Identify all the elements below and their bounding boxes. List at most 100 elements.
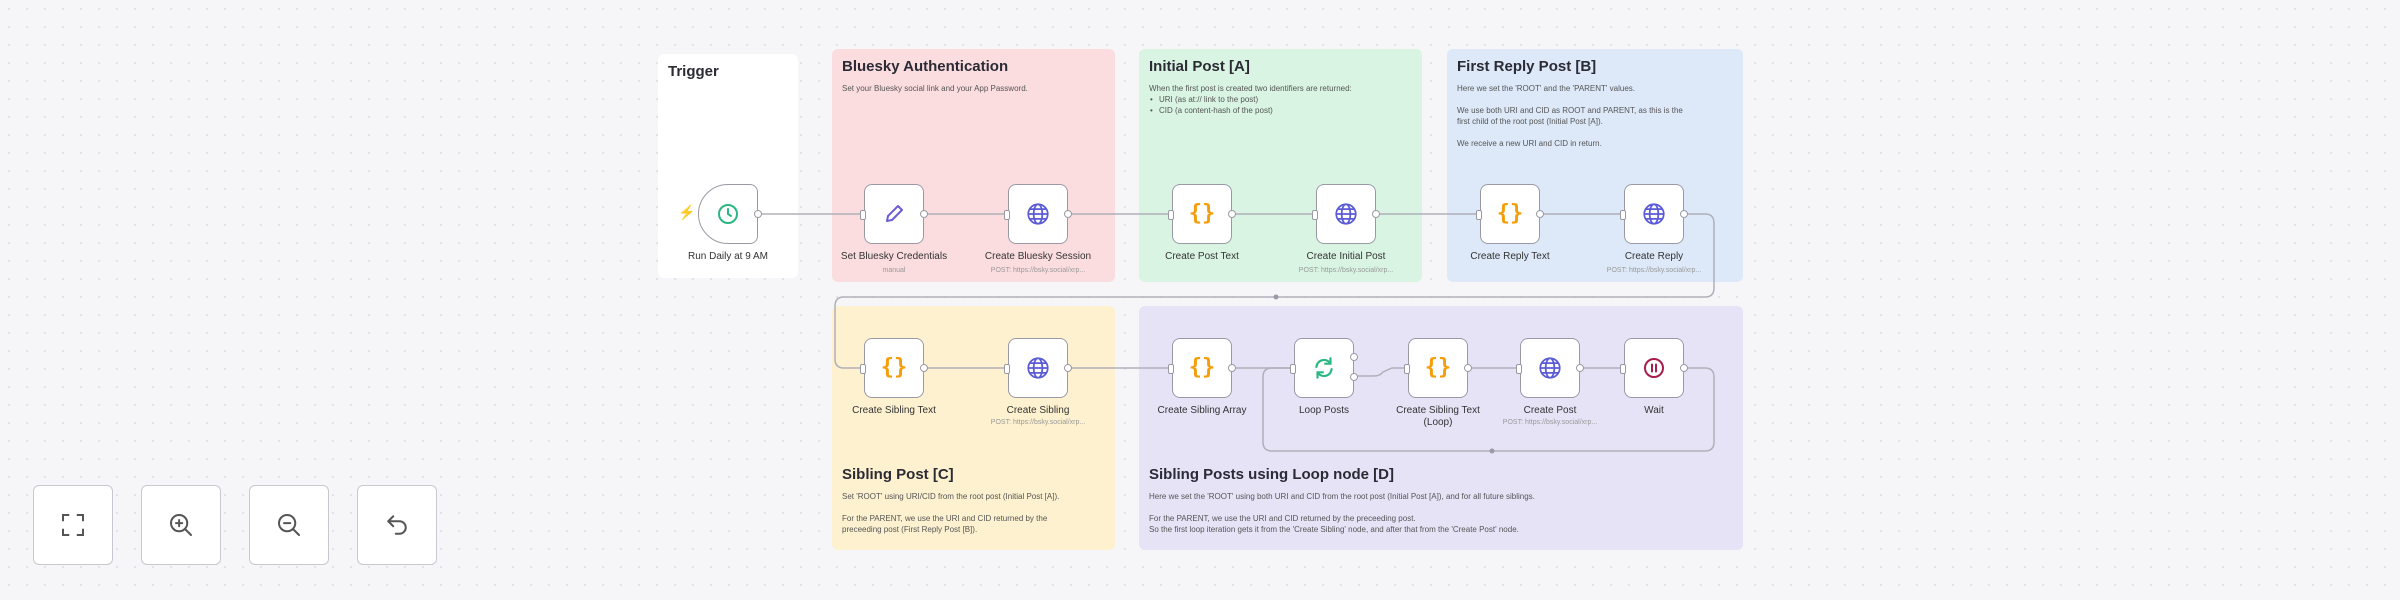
wire-wait-back-to-loop-posts bbox=[1262, 367, 1715, 452]
output-handle-done[interactable] bbox=[1350, 353, 1358, 361]
fullscreen-icon bbox=[62, 514, 84, 536]
node-label: Create Initial Post bbox=[1306, 251, 1386, 262]
node-label: Create Bluesky Session bbox=[984, 251, 1092, 262]
node-create-post[interactable] bbox=[1516, 338, 1584, 398]
output-handle[interactable] bbox=[1576, 364, 1584, 372]
undo-icon bbox=[387, 515, 407, 535]
sticky-note-initial-post[interactable]: Initial Post [A] When the first post is … bbox=[1139, 49, 1422, 282]
input-handle[interactable] bbox=[860, 364, 866, 374]
clock-icon bbox=[718, 204, 738, 224]
node-label: Wait bbox=[1644, 405, 1664, 416]
output-handle[interactable] bbox=[1464, 364, 1472, 372]
sticky-note-line: When the first post is created two ident… bbox=[1149, 84, 1352, 93]
code-braces-icon: {} bbox=[1188, 201, 1216, 226]
sticky-note-line: For the PARENT, we use the URI and CID r… bbox=[842, 514, 1048, 523]
code-braces-icon: {} bbox=[1496, 201, 1524, 226]
input-handle[interactable] bbox=[1404, 364, 1410, 374]
output-handle[interactable] bbox=[1064, 364, 1072, 372]
node-subtitle: POST: https://bsky.social/xrp... bbox=[990, 267, 1086, 274]
sticky-note-title: Sibling Post [C] bbox=[842, 466, 954, 483]
sticky-note-title: Trigger bbox=[668, 63, 719, 80]
sticky-note-bullet: CID (a content-hash of the post) bbox=[1149, 105, 1412, 116]
input-handle[interactable] bbox=[1168, 364, 1174, 374]
sticky-note-body: When the first post is created two ident… bbox=[1149, 83, 1412, 116]
node-create-reply-text[interactable]: {} bbox=[1476, 184, 1544, 244]
node-label: Create Reply Text bbox=[1470, 251, 1550, 262]
node-create-sibling-text-loop[interactable]: {} bbox=[1404, 338, 1472, 398]
output-handle[interactable] bbox=[1680, 210, 1688, 218]
sticky-note-title: Initial Post [A] bbox=[1149, 58, 1250, 75]
output-handle[interactable] bbox=[754, 210, 762, 218]
reset-zoom-button[interactable] bbox=[357, 485, 437, 565]
wire-midpoint-dot bbox=[1489, 448, 1495, 454]
wire-create-reply-to-create-sibling-text bbox=[834, 213, 1715, 369]
sticky-note-body: Set your Bluesky social link and your Ap… bbox=[842, 83, 1105, 94]
sticky-note-line: first child of the root post (Initial Po… bbox=[1457, 117, 1603, 126]
node-label-line-2: (Loop) bbox=[1423, 417, 1453, 428]
output-handle[interactable] bbox=[920, 210, 928, 218]
sticky-note-body: Set 'ROOT' using URI/CID from the root p… bbox=[842, 491, 1105, 535]
node-create-sibling-text[interactable]: {} bbox=[860, 338, 928, 398]
sticky-note-body: Here we set the 'ROOT' using both URI an… bbox=[1149, 491, 1733, 535]
output-handle[interactable] bbox=[1064, 210, 1072, 218]
node-subtitle: POST: https://bsky.social/xrp... bbox=[990, 419, 1086, 426]
sticky-note-line: For the PARENT, we use the URI and CID r… bbox=[1149, 514, 1416, 523]
pause-icon bbox=[1644, 358, 1664, 378]
node-create-sibling-array[interactable]: {} bbox=[1168, 338, 1236, 398]
input-handle[interactable] bbox=[1004, 364, 1010, 374]
sticky-note-line: Set your Bluesky social link and your Ap… bbox=[842, 84, 1028, 93]
input-handle[interactable] bbox=[1290, 364, 1296, 374]
node-label: Create Reply bbox=[1624, 251, 1684, 262]
input-handle[interactable] bbox=[1516, 364, 1522, 374]
input-handle[interactable] bbox=[1620, 210, 1626, 220]
sticky-note-line: We receive a new URI and CID in return. bbox=[1457, 139, 1602, 148]
zoom-out-button[interactable] bbox=[249, 485, 329, 565]
node-label: Create Sibling Array bbox=[1157, 405, 1247, 416]
globe-icon bbox=[1643, 203, 1665, 225]
node-create-initial-post[interactable] bbox=[1312, 184, 1380, 244]
output-handle[interactable] bbox=[1372, 210, 1380, 218]
sticky-note-body: Here we set the 'ROOT' and the 'PARENT' … bbox=[1457, 83, 1733, 149]
node-loop-posts[interactable] bbox=[1290, 338, 1358, 398]
output-handle[interactable] bbox=[1228, 210, 1236, 218]
fit-view-button[interactable] bbox=[33, 485, 113, 565]
node-subtitle: POST: https://bsky.social/xrp... bbox=[1606, 267, 1702, 274]
input-handle[interactable] bbox=[1476, 210, 1482, 220]
node-set-bluesky-credentials[interactable] bbox=[860, 184, 928, 244]
globe-icon bbox=[1335, 203, 1357, 225]
output-handle[interactable] bbox=[1680, 364, 1688, 372]
node-subtitle: POST: https://bsky.social/xrp... bbox=[1298, 267, 1394, 274]
output-handle-loop[interactable] bbox=[1350, 373, 1358, 381]
input-handle[interactable] bbox=[1168, 210, 1174, 220]
node-wait[interactable] bbox=[1620, 338, 1688, 398]
node-run-daily[interactable] bbox=[698, 184, 762, 244]
node-subtitle: POST: https://bsky.social/xrp... bbox=[1502, 419, 1598, 426]
sticky-note-line: Set 'ROOT' using URI/CID from the root p… bbox=[842, 492, 1060, 501]
node-create-reply[interactable] bbox=[1620, 184, 1688, 244]
wire-midpoint-dot bbox=[1273, 294, 1279, 300]
code-braces-icon: {} bbox=[1424, 355, 1452, 380]
wire-loop-posts-to-create-sibling-text-loop bbox=[1356, 367, 1406, 377]
zoom-in-button[interactable] bbox=[141, 485, 221, 565]
node-create-bluesky-session[interactable] bbox=[1004, 184, 1072, 244]
node-create-post-text[interactable]: {} bbox=[1168, 184, 1236, 244]
node-label: Create Post bbox=[1523, 405, 1577, 416]
sticky-note-title: Bluesky Authentication bbox=[842, 58, 1009, 75]
zoom-out-icon bbox=[278, 514, 300, 536]
sticky-note-title: Sibling Posts using Loop node [D] bbox=[1149, 466, 1394, 483]
globe-icon bbox=[1539, 357, 1561, 379]
sticky-note-line: So the first loop iteration gets it from… bbox=[1149, 525, 1519, 534]
input-handle[interactable] bbox=[860, 210, 866, 220]
input-handle[interactable] bbox=[1004, 210, 1010, 220]
output-handle[interactable] bbox=[920, 364, 928, 372]
input-handle[interactable] bbox=[1620, 364, 1626, 374]
sticky-note-bullet: URI (as at:// link to the post) bbox=[1149, 94, 1412, 105]
node-label: Create Sibling Text bbox=[1396, 405, 1480, 416]
node-create-sibling[interactable] bbox=[1004, 338, 1072, 398]
output-handle[interactable] bbox=[1536, 210, 1544, 218]
input-handle[interactable] bbox=[1312, 210, 1318, 220]
globe-icon bbox=[1027, 357, 1049, 379]
output-handle[interactable] bbox=[1228, 364, 1236, 372]
